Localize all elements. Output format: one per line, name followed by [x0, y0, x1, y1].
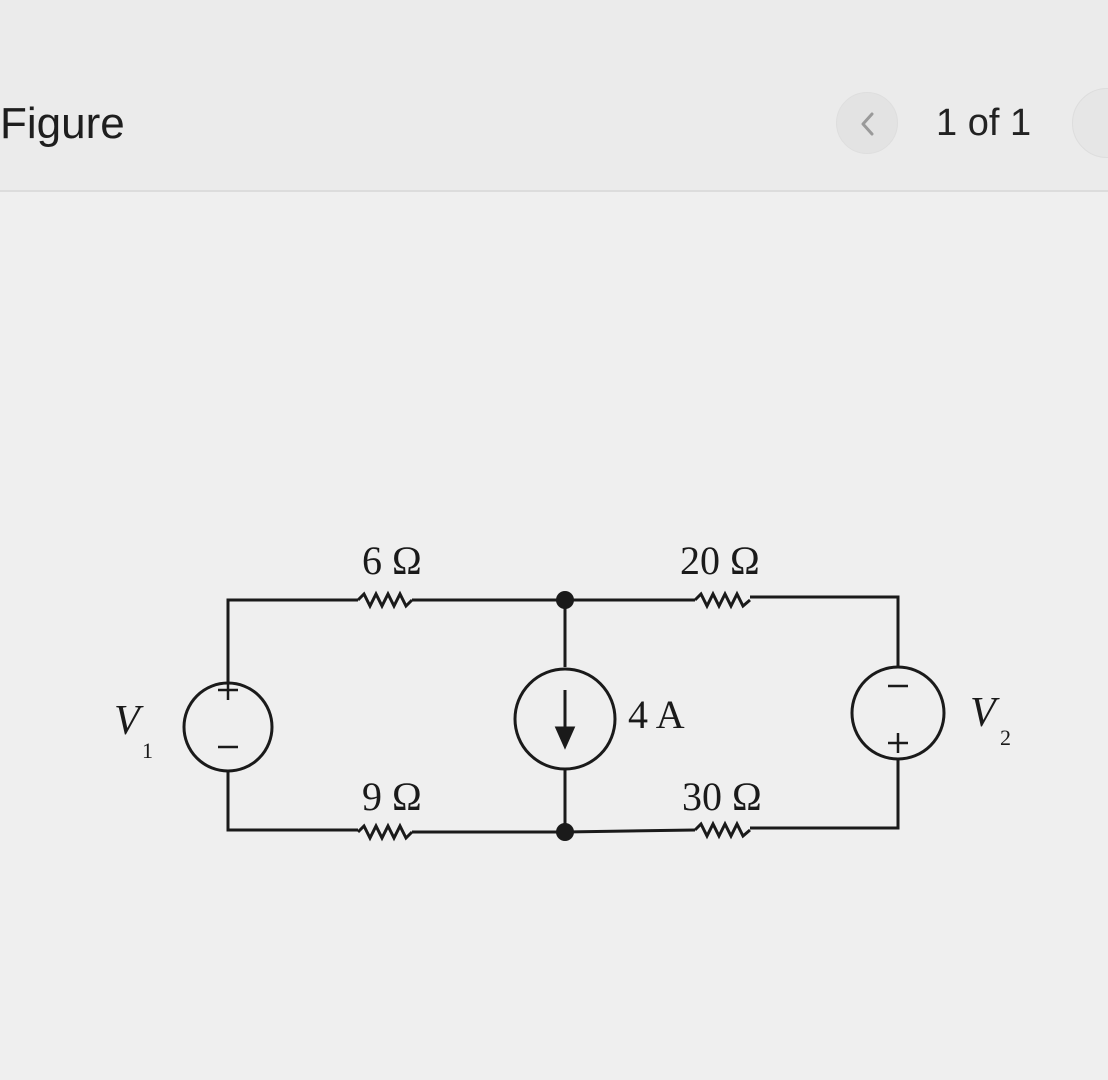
label-20-ohm: 20 Ω [680, 538, 760, 583]
circuit-diagram: 6 Ω 20 Ω 9 Ω 30 Ω 4 A V 1 V 2 [114, 538, 1011, 842]
wire-bottom-right [750, 758, 900, 830]
wire-bottom-left [226, 772, 358, 832]
resistor-30-ohm [693, 820, 751, 840]
resistor-20-ohm [693, 590, 751, 610]
previous-button[interactable] [836, 92, 898, 154]
current-arrow-head [554, 726, 576, 750]
figure-title: Figure [0, 99, 125, 148]
header-divider [0, 190, 1108, 192]
resistor-6-ohm [356, 590, 414, 610]
wire-top-right [750, 595, 900, 668]
wire-top-left [226, 598, 358, 683]
label-4-amp: 4 A [628, 692, 685, 737]
figure-content: 6 Ω 20 Ω 9 Ω 30 Ω 4 A V 1 V 2 [0, 192, 1108, 1080]
page-counter: 1 of 1 [936, 102, 1032, 144]
label-6-ohm: 6 Ω [362, 538, 422, 583]
resistor-9-ohm [356, 822, 414, 842]
junction-top [556, 591, 574, 609]
chevron-left-icon [861, 112, 874, 136]
next-button[interactable] [1072, 88, 1108, 158]
label-30-ohm: 30 Ω [682, 774, 762, 819]
label-v2: V [970, 690, 1000, 736]
label-v1: V [114, 698, 144, 744]
label-v2-subscript: 2 [1000, 725, 1011, 750]
wire-bottom-center [564, 828, 696, 834]
voltage-source-v2 [850, 665, 946, 761]
junction-bottom [556, 823, 574, 841]
label-v1-subscript: 1 [142, 738, 153, 763]
figure-header: Figure 1 of 1 [0, 0, 1108, 192]
label-9-ohm: 9 Ω [362, 774, 422, 819]
